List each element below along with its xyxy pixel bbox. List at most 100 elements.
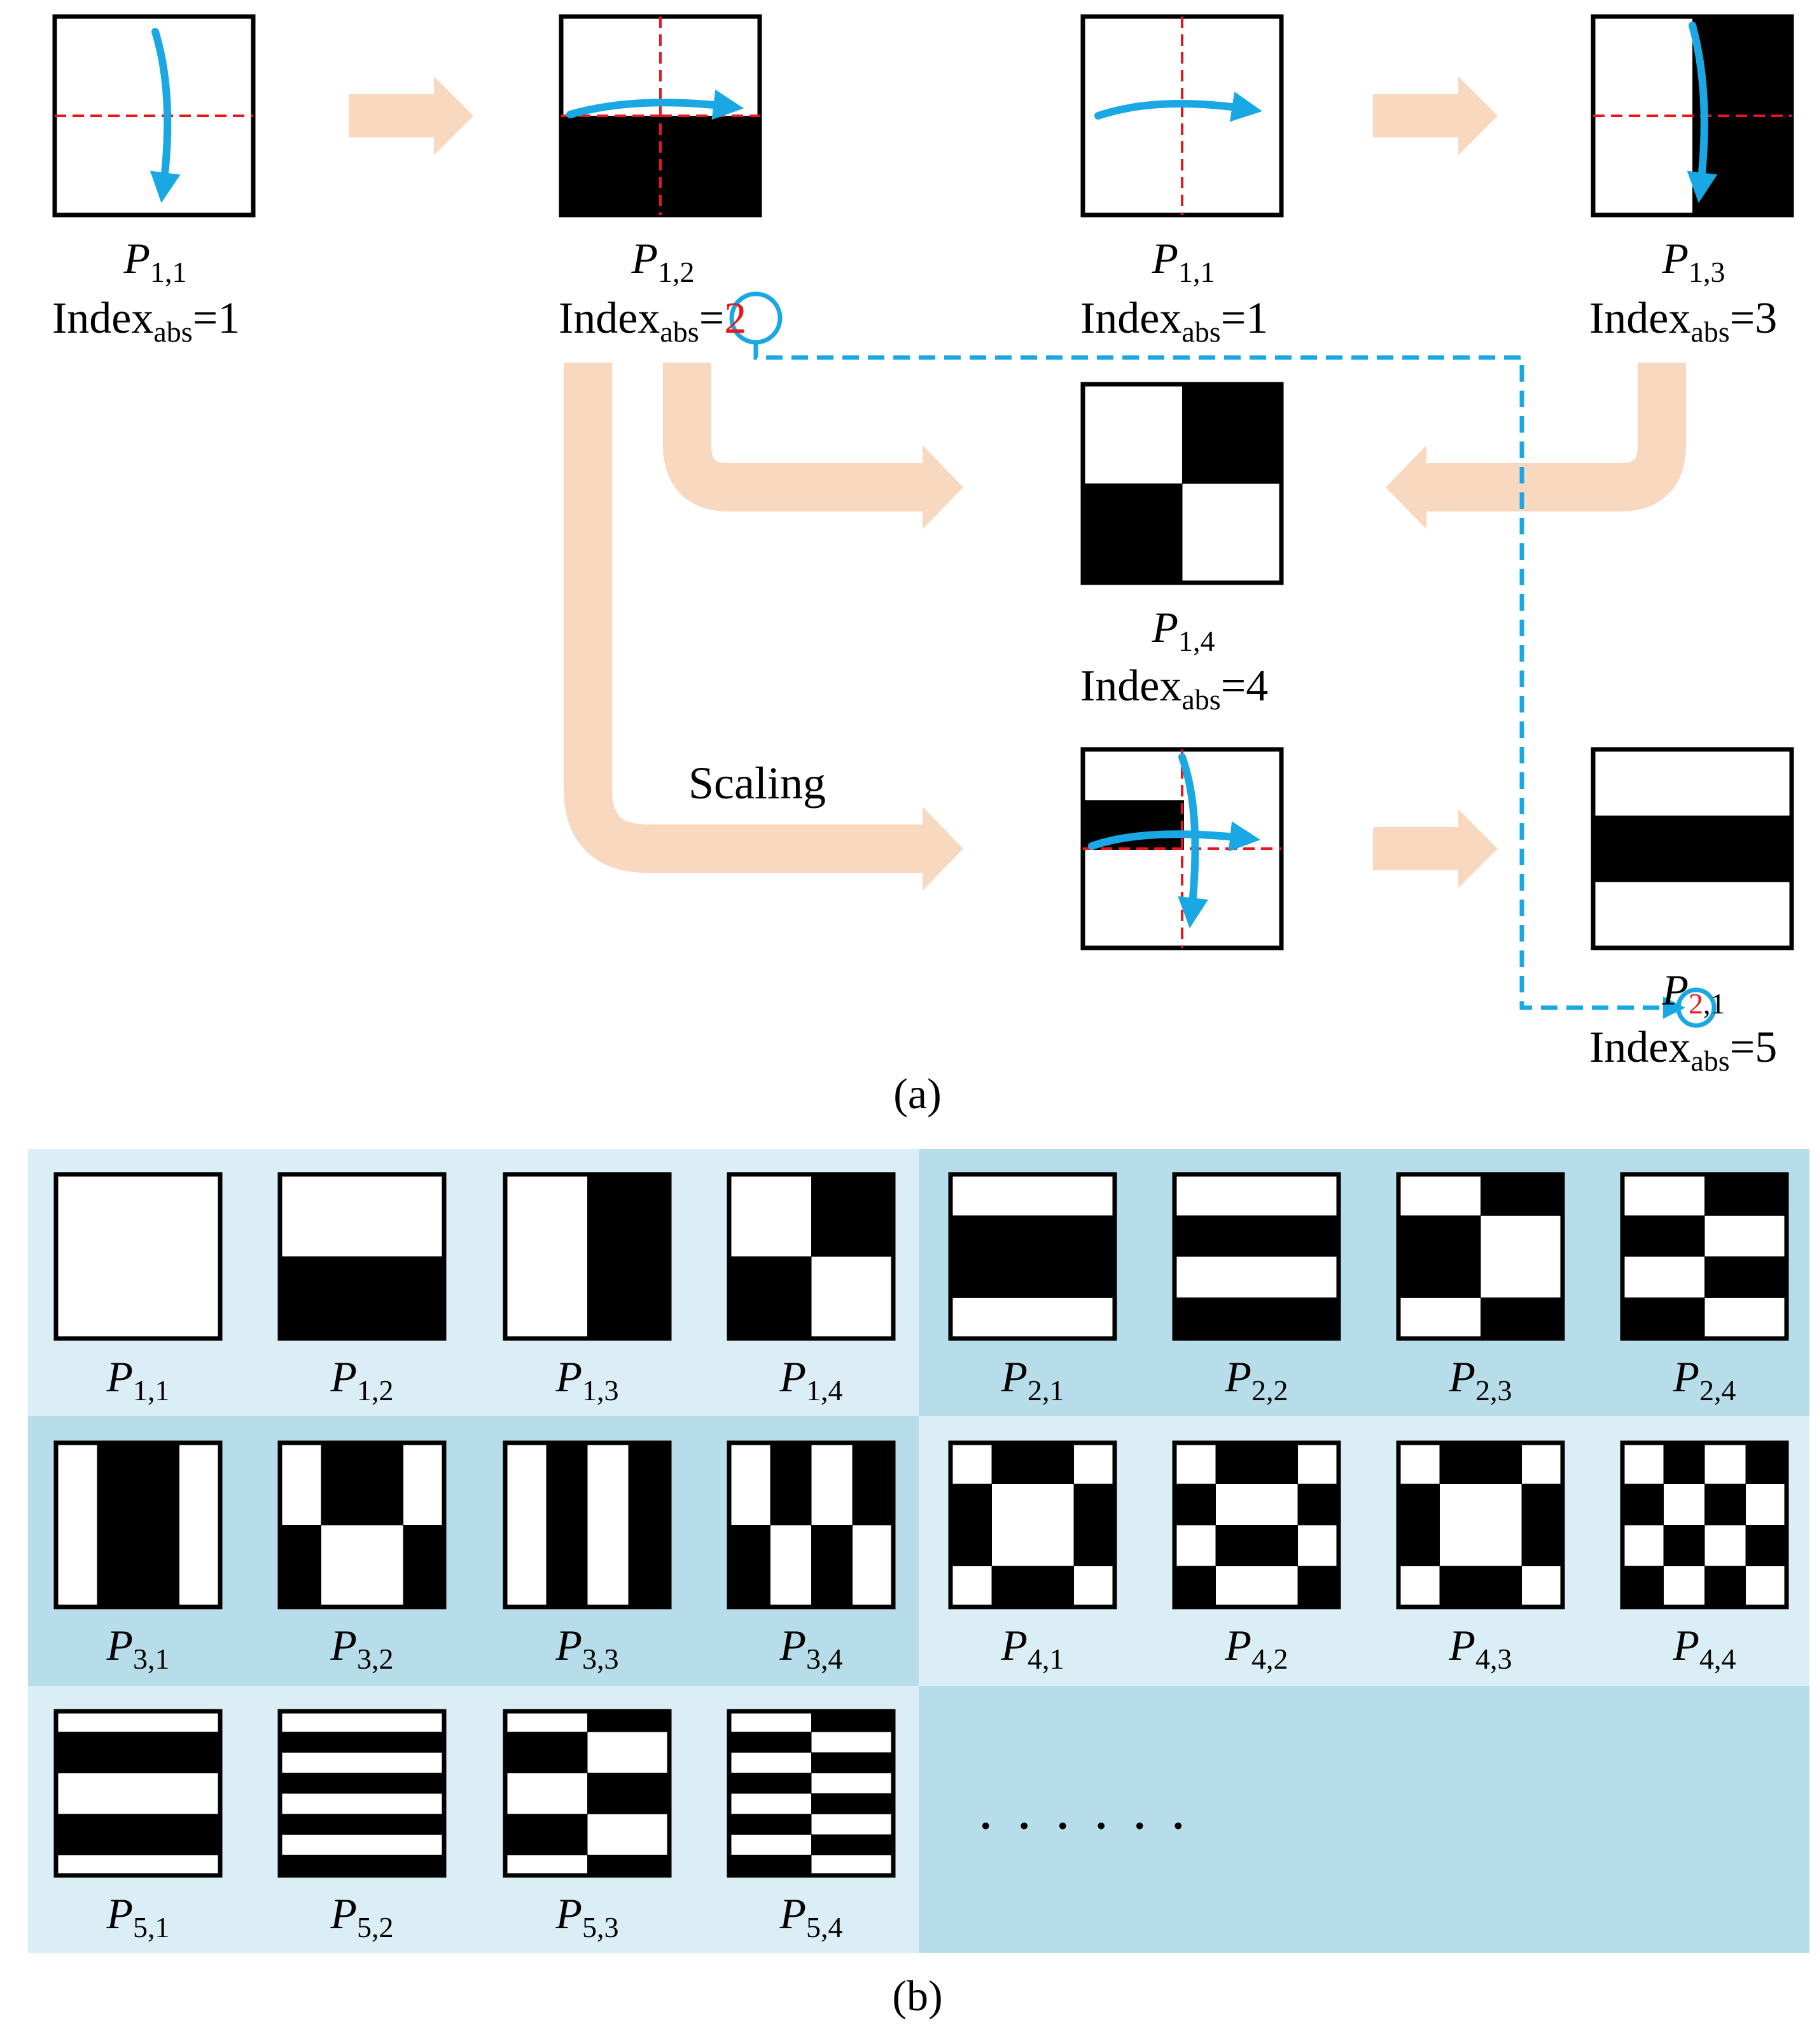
index-a1: Indexabs=1 [52,294,240,348]
pattern-cell-black [587,1854,670,1876]
pattern-cell-black [811,1793,894,1814]
pattern-cell-black [362,1443,403,1526]
pattern-cell-black [811,1711,894,1732]
blue-arrow-a3 [1094,91,1262,122]
highlight-circle-sub [1676,987,1717,1028]
pattern-cell-black [56,1752,221,1774]
pattern-cell-black [280,1814,445,1835]
pattern-cell-black [991,1443,1033,1484]
flow-curve-a4-a5-head [1386,445,1426,529]
pattern-cell-black [97,1443,139,1608]
index-a5: Indexabs=4 [1080,662,1269,716]
pattern-cell-black [811,1752,894,1774]
pattern-border [1080,382,1284,585]
pattern-cell-black [1521,1525,1563,1566]
pattern-label: P4,1 [1001,1621,1064,1675]
pattern-label: P5,2 [330,1889,394,1943]
pattern-cell-black [1593,816,1792,882]
blue-arrow-a6-down [1178,753,1209,929]
pattern-cell-black [505,1752,588,1774]
pattern-label: P2,4 [1673,1352,1736,1407]
pattern-label: P3,1 [106,1621,170,1675]
pattern-5-3 [503,1709,672,1878]
pattern-cell-black [321,1443,363,1526]
pattern-cell-black [505,1834,588,1856]
label-a7: P2,1 [1662,966,1725,1020]
pattern-border [727,1172,896,1341]
pattern-border [948,1440,1117,1609]
flow-curve-scaling [564,363,923,873]
pattern-label: P1,4 [779,1352,843,1407]
pattern-cell-black [852,1443,894,1526]
pattern-bg [56,1174,220,1338]
pattern-cell-black [1704,1484,1746,1526]
pattern-border [727,1440,896,1609]
pattern-border [727,1709,896,1878]
pattern-cell-black [1174,1215,1339,1257]
pattern-label: P2,3 [1449,1352,1512,1407]
pattern-label: P5,3 [555,1889,619,1943]
arrow-head [434,76,473,155]
pattern-border [503,1709,672,1878]
pattern-cell-black [138,1443,179,1608]
pattern-2-1 [948,1172,1117,1341]
flow-curve-a2-a5-head [923,445,963,529]
pattern-cell-black [56,1732,221,1753]
pattern-label: P5,1 [106,1889,170,1943]
pattern-cell-black [280,1256,445,1339]
index-highlight: 2 [724,294,747,343]
pattern-border [53,1709,223,1878]
pattern-label: P1,1 [106,1352,170,1407]
pattern-2-2 [1172,1172,1341,1341]
pattern-border [503,1172,672,1341]
pattern-cell-black [1297,1484,1339,1526]
pattern-1-2 [277,1172,447,1341]
pattern-5-1 [53,1709,223,1878]
pattern-border [1620,1440,1789,1609]
pattern-1-4 [727,1172,896,1341]
flow-curve-scaling-head [923,807,963,891]
pattern-cell-black [56,1814,221,1835]
pattern-cell-black [628,1443,670,1608]
pattern-border [1172,1440,1341,1609]
pattern-cell-black [951,1525,992,1566]
pattern-cell-black [811,1834,894,1856]
pattern-cell-black [1481,1443,1522,1484]
pattern-cell-black [1398,1256,1481,1298]
pattern-cell-black [991,1566,1033,1608]
pattern-cell-black [505,1732,588,1753]
blue-arrow-a2 [566,89,744,120]
label-a5: P1,4 [1152,603,1215,657]
pattern-2-3 [1396,1172,1565,1341]
pattern-cell-black [729,1525,770,1608]
pattern-cell-black [811,1174,894,1257]
pattern-cell-black [951,1484,992,1526]
pattern-cell-black [951,1256,1115,1298]
pattern-cell-black [729,1772,812,1794]
pattern-label: P4,4 [1673,1621,1736,1675]
scaling-label: Scaling [688,758,826,809]
pattern-cell-black [280,1772,445,1794]
pattern-cell-black [729,1814,812,1835]
pattern-cell-black [1663,1525,1705,1566]
pattern-label: P5,4 [779,1889,843,1943]
pattern-cell-black [280,1525,321,1608]
label-a4: P1,3 [1662,234,1725,288]
pattern-cell-black [546,1443,588,1608]
pattern-cell-black [403,1525,445,1608]
pattern-cell-black [1398,1484,1440,1526]
pattern-cell-black [1215,1525,1257,1566]
pattern-cell-black [1704,1566,1746,1608]
pattern-cell-black [587,1772,670,1794]
pattern-cell-black [729,1256,812,1339]
dashed-link [753,342,1685,1019]
pattern-border [1396,1172,1565,1341]
pattern-cell-black [1182,384,1282,484]
pattern-cell-black [1745,1443,1787,1484]
pattern-1-3 [503,1172,672,1341]
pattern-cell-black [587,1793,670,1814]
label-a1: P1,1 [123,234,187,288]
label-a3: P1,1 [1152,234,1215,288]
pattern-cell-black [1481,1297,1563,1339]
